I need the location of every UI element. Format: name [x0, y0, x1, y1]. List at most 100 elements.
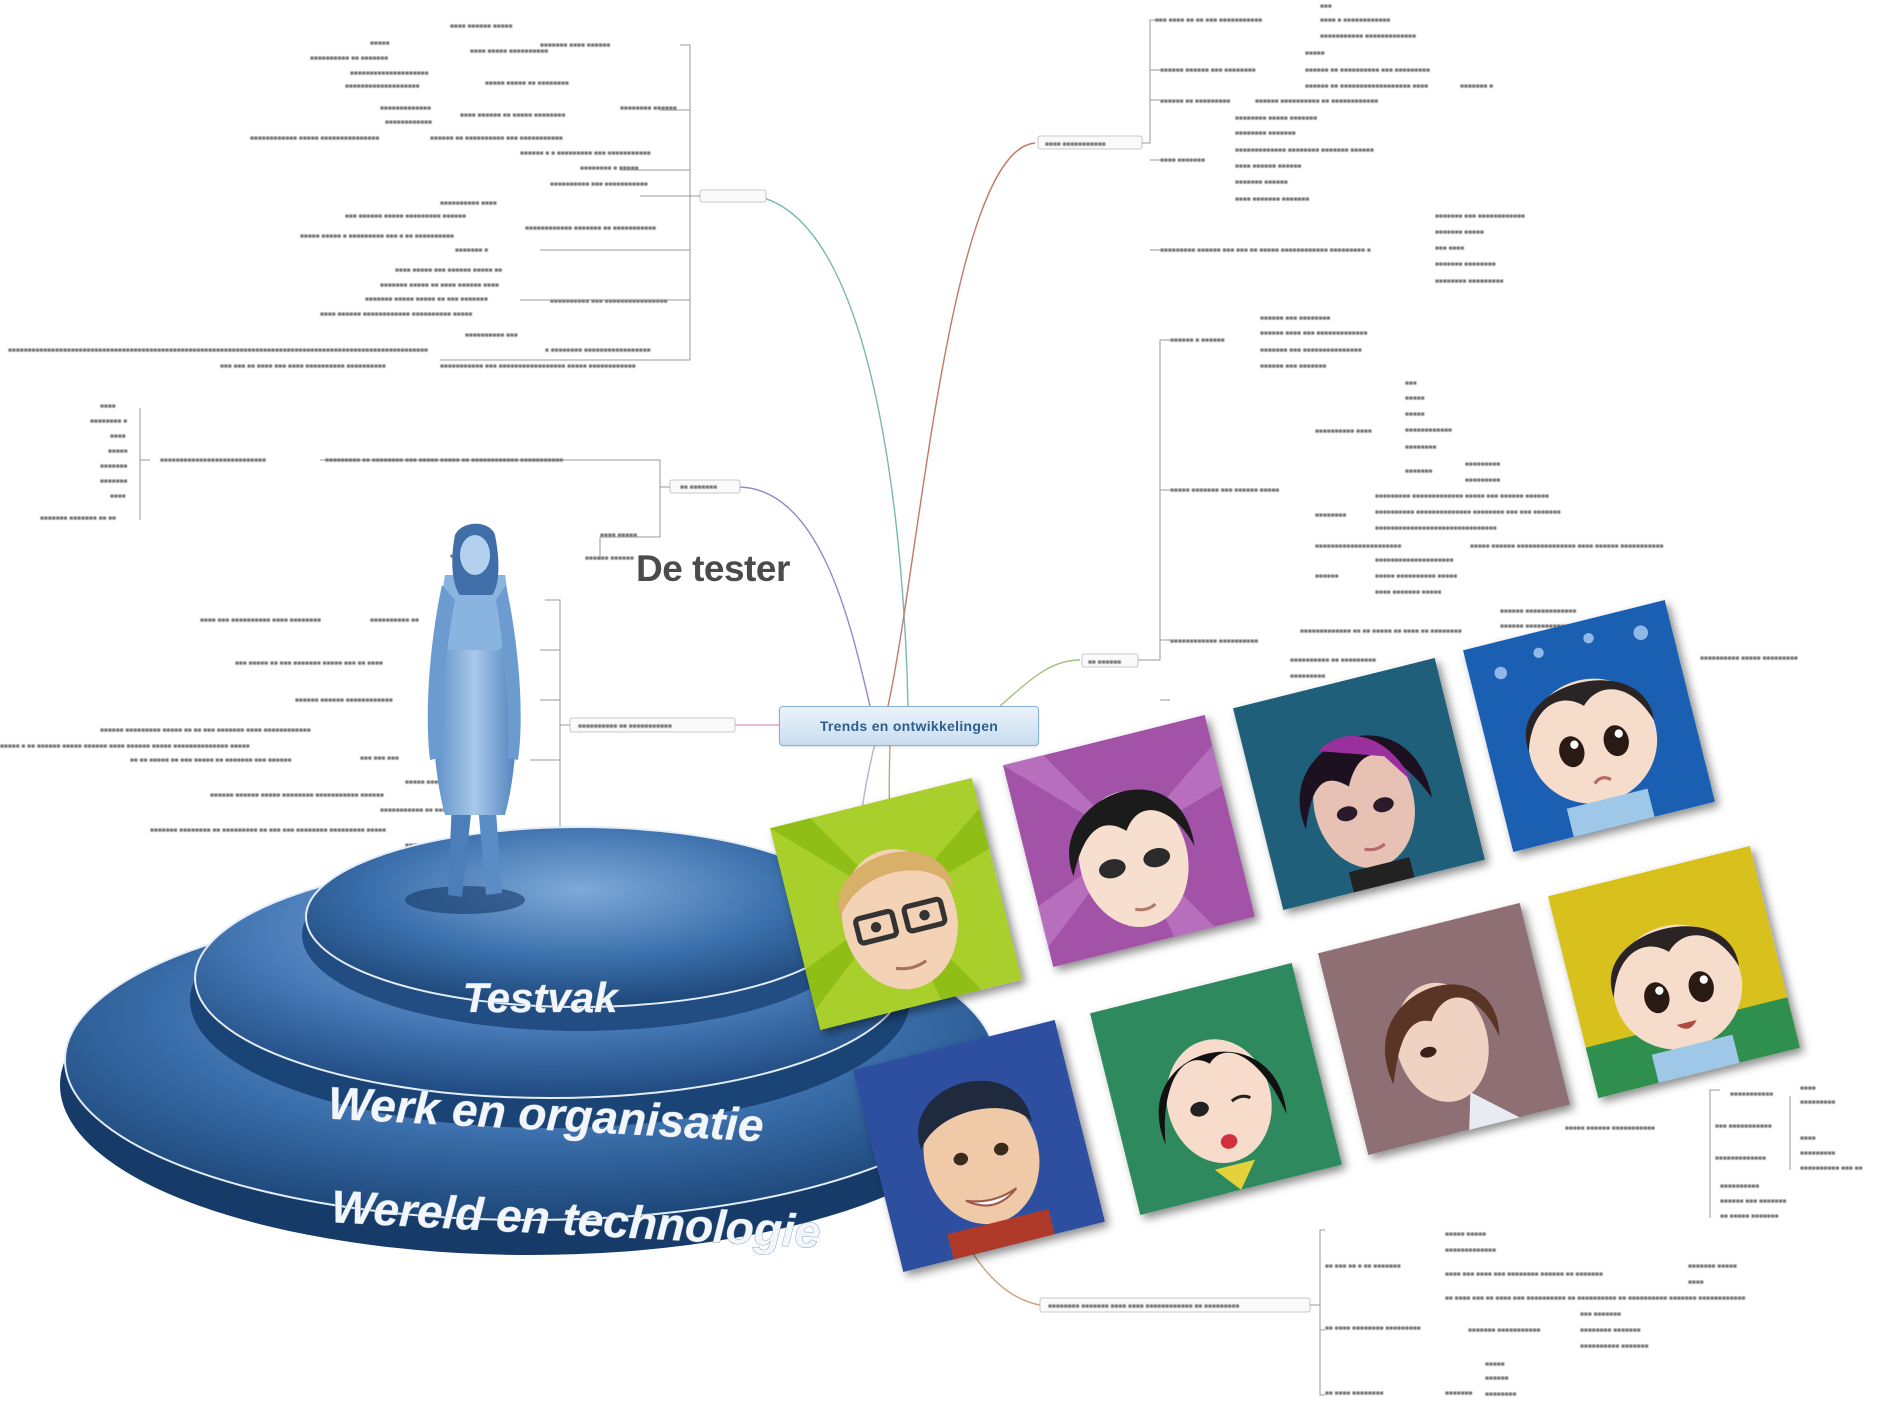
platform-label-testvak: Testvak [463, 974, 621, 1021]
svg-text:■■■■■■■■ ■■■■■■■: ■■■■■■■■ ■■■■■■■ [1580, 1327, 1641, 1334]
svg-text:■■ ■■■■■■: ■■ ■■■■■■ [1088, 659, 1121, 666]
svg-text:■■■■ ■■■■■■■ ■■■■■■■: ■■■■ ■■■■■■■ ■■■■■■■ [1235, 196, 1309, 203]
svg-text:■■■■■■■■■■ ■■■■: ■■■■■■■■■■ ■■■■ [440, 200, 497, 207]
svg-text:■■■■: ■■■■ [110, 493, 126, 500]
svg-text:■■■■■■ ■ ■ ■■■■■■■■■ ■■■ ■■■■■: ■■■■■■ ■ ■ ■■■■■■■■■ ■■■ ■■■■■■■■■■■ [520, 150, 651, 157]
svg-text:■■■■■ ■■■■■: ■■■■■ ■■■■■ [405, 779, 446, 786]
avatar-chibi-yellow [1547, 845, 1801, 1099]
avatar-girl-green-image [1089, 962, 1343, 1216]
svg-text:■■■■■■■■■■■■■: ■■■■■■■■■■■■■ [380, 105, 431, 112]
svg-text:■■■■■■■■■■■■■■■■■■■■: ■■■■■■■■■■■■■■■■■■■■ [350, 70, 429, 77]
svg-text:■■■■■: ■■■■■ [1405, 395, 1425, 402]
svg-text:■■■■■■■■ ■■■■■■■: ■■■■■■■■ ■■■■■■■ [1235, 130, 1296, 137]
svg-text:■■■■ ■■■■■■■: ■■■■ ■■■■■■■ [1160, 157, 1205, 164]
svg-text:■■■■■■ ■■■■■■■■■ ■■■■■ ■■ ■■ ■: ■■■■■■ ■■■■■■■■■ ■■■■■ ■■ ■■ ■■■ ■■■■■■■… [100, 727, 311, 734]
svg-text:■■■■■ ■■■■■■■■■■ ■■■■■: ■■■■■ ■■■■■■■■■■ ■■■■■ [1375, 573, 1457, 580]
svg-text:■■■■■: ■■■■■ [370, 40, 390, 47]
svg-text:■■■ ■■■■: ■■■ ■■■■ [1435, 245, 1464, 252]
svg-text:■■■■■■■■: ■■■■■■■■ [1485, 1391, 1516, 1398]
svg-text:■■■■■■■ ■■■ ■■■■■■■■■■■■■■■: ■■■■■■■ ■■■ ■■■■■■■■■■■■■■■ [1260, 347, 1362, 354]
branch-upper-right: ■■■■ ■■■■■■■■■■■ ■■■ ■■■■ ■■ ■■ ■■■ ■■■■… [1037, 3, 1525, 285]
svg-text:■■■ ■■■ ■■■: ■■■ ■■■ ■■■ [360, 755, 399, 762]
svg-text:■■■: ■■■ [1320, 3, 1332, 10]
avatar-chibi-yellow-image [1547, 845, 1801, 1099]
svg-text:■■■■■■ ■ ■■■■■■: ■■■■■■ ■ ■■■■■■ [1170, 337, 1225, 344]
svg-text:■■■■ ■■■■■■ ■■ ■■■■■ ■■■■■■■■: ■■■■ ■■■■■■ ■■ ■■■■■ ■■■■■■■■ [460, 112, 565, 119]
svg-text:■■■■■■■■■■: ■■■■■■■■■■ [1720, 1183, 1759, 1190]
avatar-blond-glasses [769, 777, 1023, 1031]
svg-text:■■■■■■ ■■■ ■■■■■■■■: ■■■■■■ ■■■ ■■■■■■■■ [1260, 315, 1330, 322]
svg-text:■■■■■■■■■■■■■■■■■■■■■■■■■■■■■■: ■■■■■■■■■■■■■■■■■■■■■■■■■■■■■■■■■■■■■■■■… [8, 347, 428, 354]
svg-text:■■■■■■■■: ■■■■■■■■ [1405, 444, 1436, 451]
svg-text:■■■■■■ ■■ ■■■■■■■■■■ ■■■ ■■■■■: ■■■■■■ ■■ ■■■■■■■■■■ ■■■ ■■■■■■■■■■■ [430, 135, 563, 142]
svg-text:■■■■■■■ ■■■ ■■■■■■■■■■■■: ■■■■■■■ ■■■ ■■■■■■■■■■■■ [1435, 213, 1525, 220]
svg-text:■■■■■■■■ ■■■■■■: ■■■■■■■■ ■■■■■■ [620, 105, 677, 112]
svg-text:■■■■■■■■■■ ■■■ ■■: ■■■■■■■■■■ ■■■ ■■ [1800, 1165, 1863, 1172]
svg-text:■■ ■■■■ ■■■■■■■■ ■■■■■■■■■: ■■ ■■■■ ■■■■■■■■ ■■■■■■■■■ [1325, 1325, 1421, 1332]
svg-text:■■■■■■■■■■■■■ ■■■■■■■■ ■■■■■■■: ■■■■■■■■■■■■■ ■■■■■■■■ ■■■■■■■ ■■■■■■ [1235, 147, 1374, 154]
svg-text:■■■■■■■■■■■■: ■■■■■■■■■■■■ [385, 119, 432, 126]
avatar-black-hair-purple-image [1002, 714, 1256, 968]
svg-text:■■■■■■■ ■: ■■■■■■■ ■ [455, 247, 488, 254]
svg-text:■■■■■■ ■■■ ■■■■■■■: ■■■■■■ ■■■ ■■■■■■■ [1720, 1198, 1787, 1205]
tiered-platform: Testvak Werk en organisatie Wereld en te… [60, 826, 1000, 1258]
svg-text:■■■■■■■■■: ■■■■■■■■■ [1800, 1099, 1835, 1106]
svg-text:■■■■■■■■ ■: ■■■■■■■■ ■ [90, 418, 127, 425]
svg-text:■■■■■■ ■■ ■■■■■■■■■: ■■■■■■ ■■ ■■■■■■■■■ [1160, 98, 1230, 105]
svg-text:■■■■■■■■■■■ ■■■■■■■■■■■■■: ■■■■■■■■■■■ ■■■■■■■■■■■■■ [1320, 33, 1416, 40]
svg-text:■■■ ■■■■■■■■■■■: ■■■ ■■■■■■■■■■■ [1715, 1123, 1772, 1130]
svg-text:■■■■■■■■ ■■■■■■■ ■■■■ ■■■■ ■■■: ■■■■■■■■ ■■■■■■■ ■■■■ ■■■■ ■■■■■■■■■■■■ … [1048, 1303, 1240, 1310]
svg-text:■■■■■■■: ■■■■■■■ [1445, 1390, 1473, 1397]
svg-text:■■■■■■■■■■■■■■■■■■■: ■■■■■■■■■■■■■■■■■■■ [345, 83, 420, 90]
svg-text:■■■■■■■ ■■■■■■■■■■■: ■■■■■■■ ■■■■■■■■■■■ [1468, 1327, 1541, 1334]
svg-text:■■■ ■■■■■■ ■■■■■ ■■■■■■■■■ ■■■: ■■■ ■■■■■■ ■■■■■ ■■■■■■■■■ ■■■■■■ [345, 213, 466, 220]
svg-text:■■■■■■■■■■■ ■■ ■■■■■■: ■■■■■■■■■■■ ■■ ■■■■■■ [380, 807, 458, 814]
svg-text:■■■■■■■■ ■■■■■■■■■: ■■■■■■■■ ■■■■■■■■■ [1435, 278, 1504, 285]
svg-text:■■■■ ■■■■■■ ■■■■■: ■■■■ ■■■■■■ ■■■■■ [450, 23, 513, 30]
svg-text:■■ ■■■ ■■ ■ ■■ ■■■■■■■: ■■ ■■■ ■■ ■ ■■ ■■■■■■■ [1325, 1263, 1401, 1270]
svg-text:■■■■■■■ ■: ■■■■■■■ ■ [1460, 83, 1493, 90]
branch-bottom-right: ■■■■■■■■ ■■■■■■■ ■■■■ ■■■■ ■■■■■■■■■■■■ … [1039, 1229, 1745, 1398]
edge-to-left-middle [739, 486, 871, 707]
svg-text:■■■■■■■■ ■■■■■ ■■■■■■■: ■■■■■■■■ ■■■■■ ■■■■■■■ [1235, 115, 1317, 122]
avatar-emo-teal-image [1232, 657, 1486, 911]
svg-text:■■■■■■■■■■ ■■■ ■■■■■■■■■■■■■■■: ■■■■■■■■■■ ■■■ ■■■■■■■■■■■■■■■■ [550, 298, 668, 305]
branch-right: ■■ ■■■■■■ ■■■■■■ ■ ■■■■■■ ■■■■■■ ■■■ ■■■… [1081, 315, 1863, 1220]
svg-text:■■■ ■■■■■ ■■ ■■■ ■■■■■■■ ■■■■■: ■■■ ■■■■■ ■■ ■■■ ■■■■■■■ ■■■■■ ■■■ ■■ ■■… [235, 660, 383, 667]
svg-text:■■■■■ ■ ■■ ■■■■■■ ■■■■■ ■■■■■■: ■■■■■ ■ ■■ ■■■■■■ ■■■■■ ■■■■■■ ■■■■ ■■■■… [0, 743, 250, 750]
svg-text:■■■■: ■■■■ [110, 433, 126, 440]
svg-text:■■■■■■■ ■■■■■: ■■■■■■■ ■■■■■ [1435, 229, 1484, 236]
avatar-man-blue-image [852, 1019, 1106, 1273]
svg-text:■■■■■■: ■■■■■■ [1315, 573, 1339, 580]
svg-text:■■■■■■■■■■■■■■■■■■■■: ■■■■■■■■■■■■■■■■■■■■ [1375, 557, 1454, 564]
edge-to-right-middle [999, 659, 1081, 707]
edge-to-top-right [887, 142, 1036, 707]
svg-text:■■ ■■■■ ■■■ ■■ ■■■■ ■■■ ■■■■■■: ■■ ■■■■ ■■■ ■■ ■■■■ ■■■ ■■■■■■■■■■ ■■ ■■… [1445, 1295, 1745, 1302]
branch-upper-left: ■■■■■■■ ■■■■ ■■■■■■ ■■■■ ■■■■■■ ■■■■■ ■■… [8, 23, 767, 370]
avatar-blond-glasses-image [769, 777, 1023, 1031]
svg-text:■■■■■■ ■■■■■■■■■■■■■: ■■■■■■ ■■■■■■■■■■■■■ [1500, 608, 1576, 615]
avatar-emo-teal [1232, 657, 1486, 911]
svg-text:■■■■■■: ■■■■■■ [1485, 1375, 1509, 1382]
svg-text:■■ ■■ ■■■■■ ■■ ■■■ ■■■■■ ■■ ■■: ■■ ■■ ■■■■■ ■■ ■■■ ■■■■■ ■■ ■■■■■■■ ■■■ … [130, 757, 292, 764]
svg-text:■■■■■■■: ■■■■■■■ [100, 463, 128, 470]
svg-text:■■■■■■ ■■■■■■ ■■■ ■■■■■■■■: ■■■■■■ ■■■■■■ ■■■ ■■■■■■■■ [1160, 67, 1256, 74]
svg-text:■■■■ ■■■ ■■■■■■■■■■ ■■■■ ■■■■■: ■■■■ ■■■ ■■■■■■■■■■ ■■■■ ■■■■■■■■ [200, 617, 321, 624]
svg-text:■■■■ ■■■■■■ ■■■■■■: ■■■■ ■■■■■■ ■■■■■■ [1235, 163, 1302, 170]
svg-text:■■■■: ■■■■ [1800, 1085, 1816, 1092]
svg-text:■■■ ■■■■ ■■ ■■ ■■■ ■■■■■■■■■■■: ■■■ ■■■■ ■■ ■■ ■■■ ■■■■■■■■■■■ [1155, 17, 1262, 24]
svg-text:■■■■■ ■■■■■■ ■■■■■■■■■■■■■■■ ■: ■■■■■ ■■■■■■ ■■■■■■■■■■■■■■■ ■■■■ ■■■■■■… [1470, 543, 1664, 550]
svg-text:■■■■■■■: ■■■■■■■ [100, 478, 128, 485]
avatar-man-blue [852, 1019, 1106, 1273]
svg-text:■■■■■■■ ■■■■■ ■■■■■ ■■ ■■■ ■■■: ■■■■■■■ ■■■■■ ■■■■■ ■■ ■■■ ■■■■■■■ [365, 296, 488, 303]
svg-text:■■■■■■ ■■■■■■ ■■■■■■■■■■■■: ■■■■■■ ■■■■■■ ■■■■■■■■■■■■ [295, 697, 393, 704]
central-topic-node[interactable]: Trends en ontwikkelingen [779, 706, 1039, 746]
svg-text:■■■■■■■■ ■ ■■■■■: ■■■■■■■■ ■ ■■■■■ [580, 165, 639, 172]
svg-text:■■■■■■■ ■■■■■■■■ ■■ ■■■■■■■■■: ■■■■■■■ ■■■■■■■■ ■■ ■■■■■■■■■ ■■ ■■■ ■■■… [150, 827, 386, 834]
svg-text:■■■■■ ■■■■■■ ■■■■■■■■■■■: ■■■■■ ■■■■■■ ■■■■■■■■■■■ [1565, 1125, 1655, 1132]
svg-text:■■■■■■■■■ ■■■■■■ ■■■ ■■■ ■■ ■■: ■■■■■■■■■ ■■■■■■ ■■■ ■■■ ■■ ■■■■■ ■■■■■■… [1160, 247, 1371, 254]
svg-text:■■■■■■■■■■■■■■■■■■■■■■■■■■■■■■: ■■■■■■■■■■■■■■■■■■■■■■■■■■■■■■■ [1375, 525, 1497, 532]
svg-text:■■■■■■■■■■ ■■■■■■■■■■■■■■ ■■■■: ■■■■■■■■■■ ■■■■■■■■■■■■■■ ■■■■■■■■ ■■■ ■… [1375, 509, 1561, 516]
svg-text:■■ ■■■■■ ■■■■■■■: ■■ ■■■■■ ■■■■■■■ [1720, 1213, 1779, 1220]
svg-text:■■■■■■ ■■ ■■■■■■■■■■■■■■■■■■ ■: ■■■■■■ ■■ ■■■■■■■■■■■■■■■■■■ ■■■■ [1305, 83, 1428, 90]
